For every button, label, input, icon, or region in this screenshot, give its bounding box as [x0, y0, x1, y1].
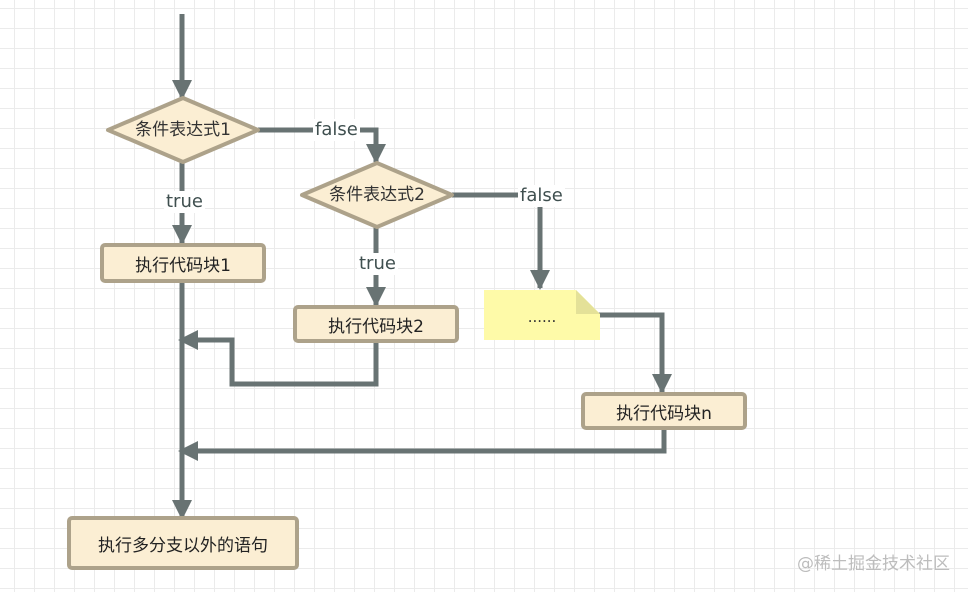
placeholder-note-text: ...... [527, 308, 557, 326]
watermark: @稀土掘金技术社区 [797, 554, 950, 574]
cond2-false-label: false [518, 185, 565, 207]
condition-1-diamond [106, 96, 260, 164]
cond2-true-label: true [357, 253, 398, 275]
cond1-false-arrow [258, 127, 386, 164]
condition-2-diamond [300, 161, 454, 229]
block2-merge-arrow [178, 330, 379, 387]
code-block-2: 执行代码块2 [293, 305, 459, 343]
placeholder-note [484, 290, 600, 340]
code-block-n: 执行代码块n [581, 392, 747, 430]
condition-1-label: 条件表达式1 [135, 120, 231, 140]
cond1-true-label: true [164, 191, 205, 213]
note-fold [576, 290, 600, 314]
code-block-1: 执行代码块1 [100, 243, 266, 283]
blockn-merge-arrow [178, 429, 667, 461]
cond2-false-arrow [452, 192, 550, 290]
final-statement-block: 执行多分支以外的语句 [67, 516, 299, 570]
note-to-blockn-arrow [598, 312, 672, 394]
cond1-false-label: false [313, 119, 360, 141]
condition-2-label: 条件表达式2 [329, 185, 425, 205]
